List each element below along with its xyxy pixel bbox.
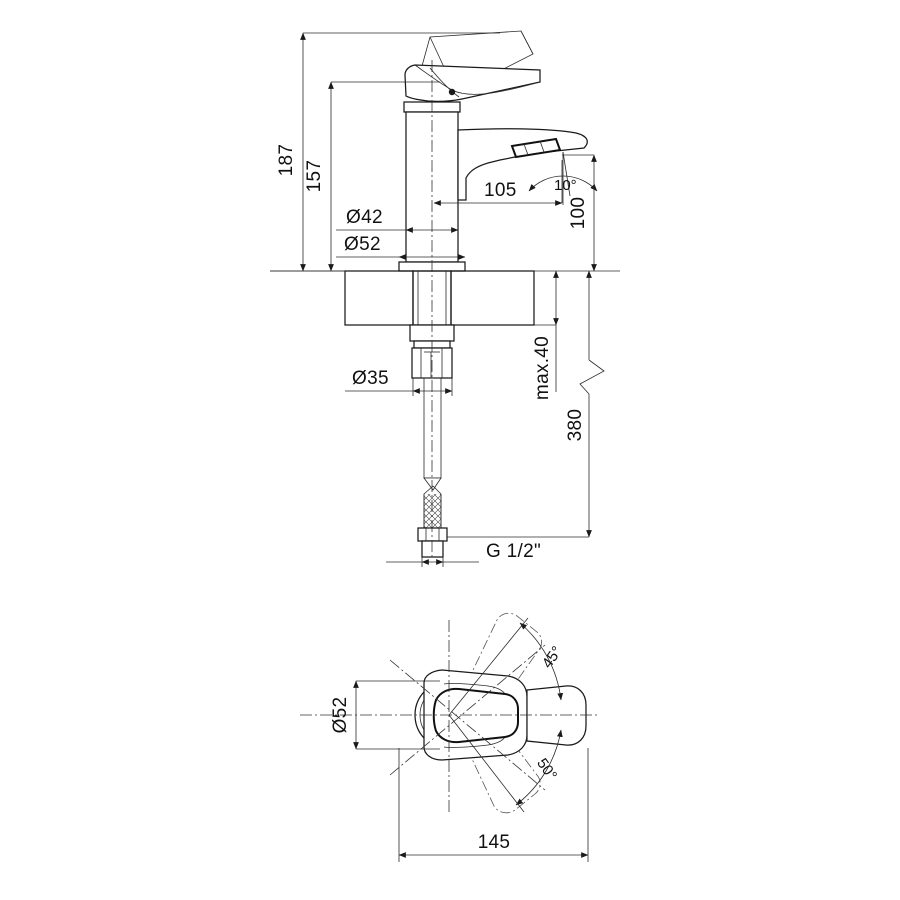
dim-label-max40: max.40 xyxy=(532,336,553,400)
dim-aerator-angle-10: 10° xyxy=(528,151,598,205)
aerator-outlet xyxy=(510,137,562,159)
dim-hose-length-380: 380 xyxy=(447,270,605,538)
flexible-hose xyxy=(423,377,442,529)
top-view-swing-centerline-b xyxy=(389,644,546,776)
dim-height-157: 157 xyxy=(304,81,440,272)
dim-max-counter-thickness-40: max.40 xyxy=(532,270,559,400)
lever-plan xyxy=(432,687,519,744)
dim-shank-diameter-35: Ø35 xyxy=(345,368,453,396)
dim-body-diameter-42: Ø42 xyxy=(336,207,459,233)
dim-thread-g-half: G 1/2" xyxy=(386,541,541,567)
dim-label-10deg: 10° xyxy=(554,177,577,194)
dim-spout-reach-105: 105 xyxy=(433,160,563,206)
front-elevation-view xyxy=(270,30,620,560)
dim-label-g-half: G 1/2" xyxy=(486,541,541,562)
dim-label-145-value: 145 xyxy=(478,832,511,853)
dim-label-d52-front: Ø52 xyxy=(344,234,381,255)
dim-label-100: 100 xyxy=(568,197,589,230)
dim-label-380: 380 xyxy=(565,409,586,442)
lever-pivot-dot xyxy=(448,88,456,96)
dim-top-base-diameter-52: Ø52 xyxy=(330,680,440,750)
spout-extension-plan xyxy=(526,685,587,746)
dim-label-50deg: 50° xyxy=(533,755,560,783)
dim-label-157: 157 xyxy=(304,160,325,193)
lever-handle xyxy=(404,64,541,103)
hose-connector-g-half xyxy=(417,527,448,558)
dim-label-187: 187 xyxy=(276,144,297,177)
dim-label-45deg: 45° xyxy=(539,643,566,671)
top-plan-view xyxy=(300,612,600,814)
countertop-section xyxy=(270,270,620,326)
dim-outlet-height-100: 100 xyxy=(562,154,597,272)
front-view-dimensions: 187 157 Ø42 Ø52 105 xyxy=(270,32,605,567)
dim-swivel-width-145: 145 xyxy=(398,748,589,862)
dim-label-d35: Ø35 xyxy=(352,368,389,389)
dim-label-d52-top: Ø52 xyxy=(330,697,351,734)
dim-label-d42: Ø42 xyxy=(346,207,383,228)
dim-label-105: 105 xyxy=(484,180,517,201)
dim-base-diameter-52: Ø52 xyxy=(336,234,466,260)
